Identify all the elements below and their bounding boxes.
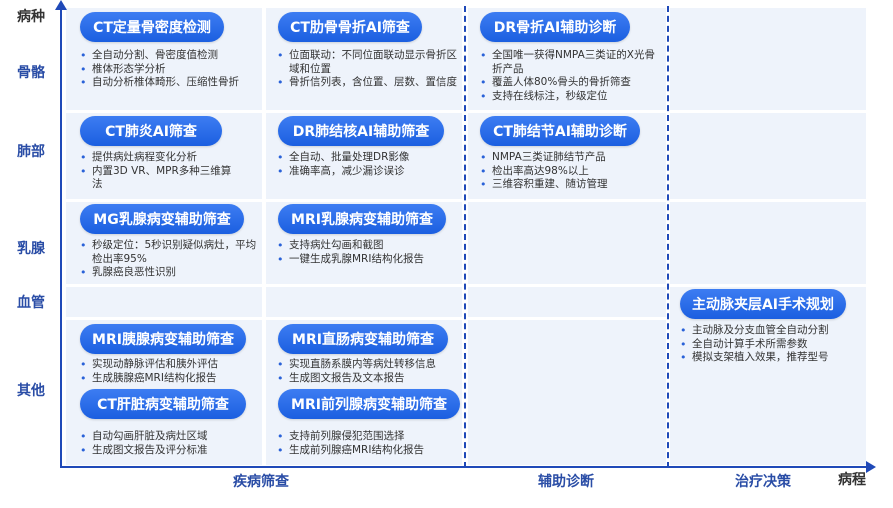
- list-item: 支持前列腺侵犯范围选择: [277, 430, 460, 444]
- card-title-mri-rectal[interactable]: MRI直肠病变辅助筛查: [278, 324, 448, 354]
- row-label-breast: 乳腺: [17, 241, 45, 257]
- card-list-ct-bone-density: 全自动分割、骨密度值检测 椎体形态学分析 自动分析椎体畸形、压缩性骨折: [80, 49, 265, 90]
- list-item: NMPA三类证肺结节产品: [480, 151, 664, 165]
- cell-bone-treat: [670, 8, 866, 110]
- cell-breast-treat: [670, 202, 866, 284]
- list-item: 覆盖人体80%骨头的骨折筛查: [480, 76, 664, 90]
- list-item: 全自动、批量处理DR影像: [277, 151, 460, 165]
- cell-other-diag: [468, 320, 666, 465]
- card-title-ct-bone-density[interactable]: CT定量骨密度检测: [80, 12, 224, 42]
- list-item: 椎体形态学分析: [80, 63, 265, 77]
- card-title-aorta[interactable]: 主动脉夹层AI手术规划: [680, 289, 846, 319]
- cell-breast-diag: [468, 202, 666, 284]
- x-axis-arrow: [866, 461, 876, 473]
- y-axis-line: [60, 6, 62, 468]
- list-item: 生成图文报告及评分标准: [80, 444, 260, 458]
- list-item: 生成图文报告及文本报告: [277, 372, 460, 386]
- card-list-mri-prostate: 支持前列腺侵犯范围选择 生成前列腺癌MRI结构化报告: [277, 430, 460, 457]
- divider-screen-diag: [464, 6, 466, 468]
- list-item: 提供病灶病程变化分析: [80, 151, 238, 165]
- list-item: 模拟支架植入效果，推荐型号: [680, 351, 864, 365]
- card-title-mri-prostate[interactable]: MRI前列腺病变辅助筛查: [278, 389, 460, 419]
- col-label-screening: 疾病筛查: [233, 474, 289, 490]
- card-list-dr-tb: 全自动、批量处理DR影像 准确率高，减少漏诊误诊: [277, 151, 460, 178]
- row-label-vessel: 血管: [17, 295, 45, 311]
- list-item: 自动分析椎体畸形、压缩性骨折: [80, 76, 265, 90]
- list-item: 主动脉及分支血管全自动分割: [680, 324, 864, 338]
- col-label-treatment: 治疗决策: [735, 474, 791, 490]
- card-title-mri-pancreas[interactable]: MRI胰腺病变辅助筛查: [80, 324, 246, 354]
- list-item: 实现直肠系膜内等病灶转移信息: [277, 358, 460, 372]
- card-list-mri-breast: 支持病灶勾画和截图 一键生成乳腺MRI结构化报告: [277, 239, 460, 266]
- card-list-dr-fracture: 全国唯一获得NMPA三类证的X光骨折产品 覆盖人体80%骨头的骨折筛查 支持在线…: [480, 49, 664, 103]
- col-axis-title: 病程: [838, 472, 866, 488]
- list-item: 支持病灶勾画和截图: [277, 239, 460, 253]
- card-title-ct-pneumonia[interactable]: CT肺炎AI筛查: [80, 116, 222, 146]
- card-title-dr-fracture[interactable]: DR骨折AI辅助诊断: [480, 12, 630, 42]
- card-list-mri-rectal: 实现直肠系膜内等病灶转移信息 生成图文报告及文本报告: [277, 358, 460, 385]
- card-title-mg-breast[interactable]: MG乳腺病变辅助筛查: [80, 204, 244, 234]
- list-item: 生成胰腺癌MRI结构化报告: [80, 372, 260, 386]
- list-item: 三维容积重建、随访管理: [480, 178, 664, 192]
- card-list-ct-pneumonia: 提供病灶病程变化分析 内置3D VR、MPR多种三维算法: [80, 151, 238, 192]
- row-header-label: 病种: [17, 9, 45, 25]
- row-label-bone: 骨骼: [17, 65, 45, 81]
- list-item: 全自动计算手术所需参数: [680, 338, 864, 352]
- card-title-ct-rib-fracture[interactable]: CT肋骨骨折AI筛查: [278, 12, 422, 42]
- y-axis-arrow: [55, 0, 67, 10]
- list-item: 骨折信列表，含位置、层数、置信度: [277, 76, 460, 90]
- list-item: 自动勾画肝脏及病灶区域: [80, 430, 260, 444]
- col-label-diagnosis: 辅助诊断: [538, 474, 594, 490]
- list-item: 生成前列腺癌MRI结构化报告: [277, 444, 460, 458]
- row-label-other: 其他: [17, 383, 45, 399]
- cell-vessel-screen-b: [266, 287, 462, 317]
- cell-vessel-diag: [468, 287, 666, 317]
- card-title-dr-tb[interactable]: DR肺结核AI辅助筛查: [278, 116, 444, 146]
- list-item: 秒级定位：5秒识别疑似病灶，平均检出率95%: [80, 239, 260, 266]
- card-list-ct-liver: 自动勾画肝脏及病灶区域 生成图文报告及评分标准: [80, 430, 260, 457]
- card-list-mri-pancreas: 实现动静脉评估和胰外评估 生成胰腺癌MRI结构化报告: [80, 358, 260, 385]
- list-item: 检出率高达98%以上: [480, 165, 664, 179]
- list-item: 一键生成乳腺MRI结构化报告: [277, 253, 460, 267]
- divider-diag-treat: [667, 6, 669, 468]
- card-title-ct-liver[interactable]: CT肝脏病变辅助筛查: [80, 389, 246, 419]
- list-item: 准确率高，减少漏诊误诊: [277, 165, 460, 179]
- card-title-ct-nodule[interactable]: CT肺结节AI辅助诊断: [480, 116, 640, 146]
- list-item: 全国唯一获得NMPA三类证的X光骨折产品: [480, 49, 664, 76]
- list-item: 位面联动：不同位面联动显示骨折区域和位置: [277, 49, 460, 76]
- row-label-lung: 肺部: [17, 144, 45, 160]
- cell-vessel-screen-a: [66, 287, 262, 317]
- card-title-mri-breast[interactable]: MRI乳腺病变辅助筛查: [278, 204, 446, 234]
- list-item: 内置3D VR、MPR多种三维算法: [80, 165, 238, 192]
- card-list-ct-rib-fracture: 位面联动：不同位面联动显示骨折区域和位置 骨折信列表，含位置、层数、置信度: [277, 49, 460, 90]
- list-item: 乳腺癌良恶性识别: [80, 266, 260, 280]
- list-item: 全自动分割、骨密度值检测: [80, 49, 265, 63]
- list-item: 支持在线标注，秒级定位: [480, 90, 664, 104]
- card-list-mg-breast: 秒级定位：5秒识别疑似病灶，平均检出率95% 乳腺癌良恶性识别: [80, 239, 260, 280]
- list-item: 实现动静脉评估和胰外评估: [80, 358, 260, 372]
- cell-lung-treat: [670, 113, 866, 199]
- card-list-aorta: 主动脉及分支血管全自动分割 全自动计算手术所需参数 模拟支架植入效果，推荐型号: [680, 324, 864, 365]
- card-list-ct-nodule: NMPA三类证肺结节产品 检出率高达98%以上 三维容积重建、随访管理: [480, 151, 664, 192]
